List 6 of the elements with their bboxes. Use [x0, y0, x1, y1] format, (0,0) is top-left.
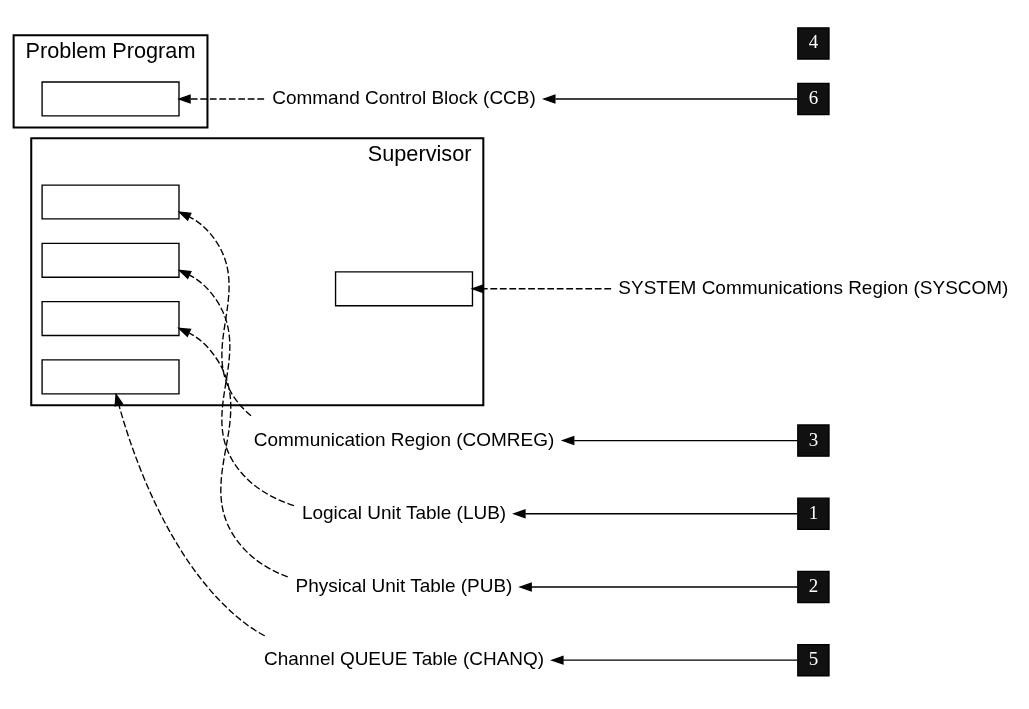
node-text: Communication Region (COMREG): [253, 428, 555, 450]
node-text: Channel QUEUE Table (CHANQ): [263, 648, 545, 670]
node-text: Physical Unit Table (PUB): [295, 574, 513, 596]
node-text: Command Control Block (CCB): [272, 86, 536, 108]
node-text: SYSTEM Communications Region (SYSCOM): [618, 276, 1009, 298]
node-text: Logical Unit Table (LUB): [301, 501, 507, 523]
